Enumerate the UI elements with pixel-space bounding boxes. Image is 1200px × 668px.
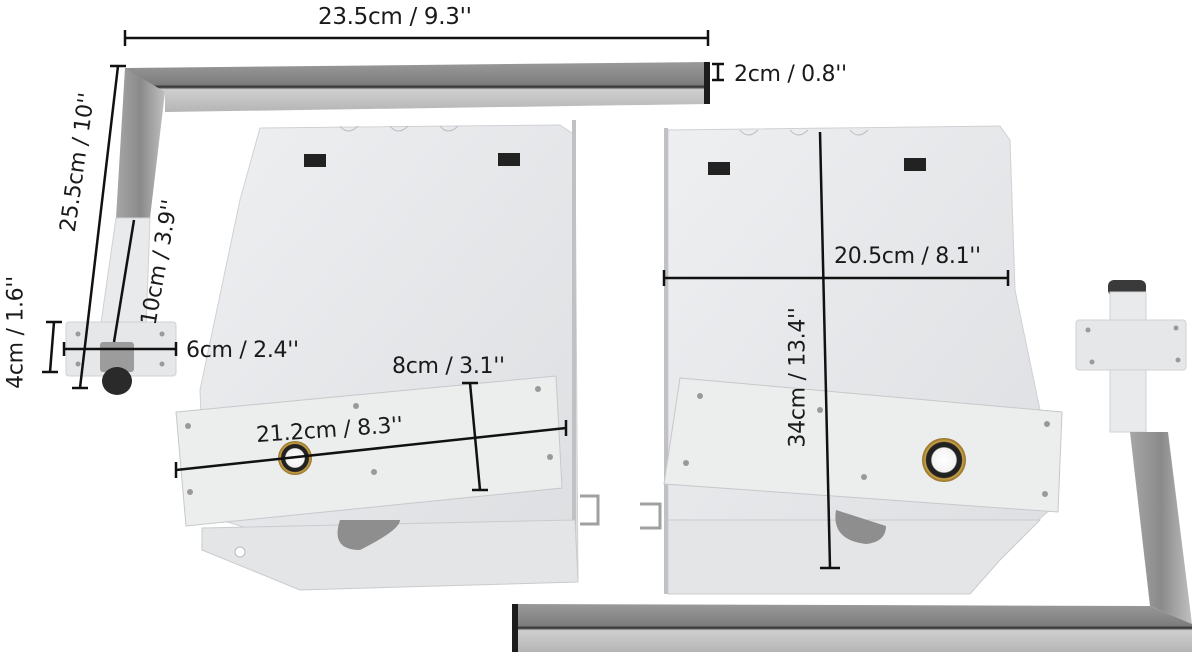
dim-mechanism-width-label: 20.5cm / 8.1'' (834, 244, 981, 269)
left-mechanism (175, 120, 600, 591)
dim-leg-tube-thickness-label: 2cm / 0.8'' (734, 62, 847, 87)
dim-arm-plate-height-label: 8cm / 3.1'' (392, 354, 505, 379)
dimension-lines (42, 30, 1010, 570)
dim-leg-width-label: 23.5cm / 9.3'' (318, 4, 472, 30)
left-leg (65, 62, 710, 395)
right-leg (512, 280, 1192, 652)
right-mechanism (640, 125, 1063, 595)
dim-mount-plate-width-label: 6cm / 2.4'' (186, 338, 299, 363)
dim-mount-plate-height-label: 4cm / 1.6'' (3, 276, 29, 389)
dim-mechanism-height-label: 34cm / 13.4'' (785, 307, 811, 448)
